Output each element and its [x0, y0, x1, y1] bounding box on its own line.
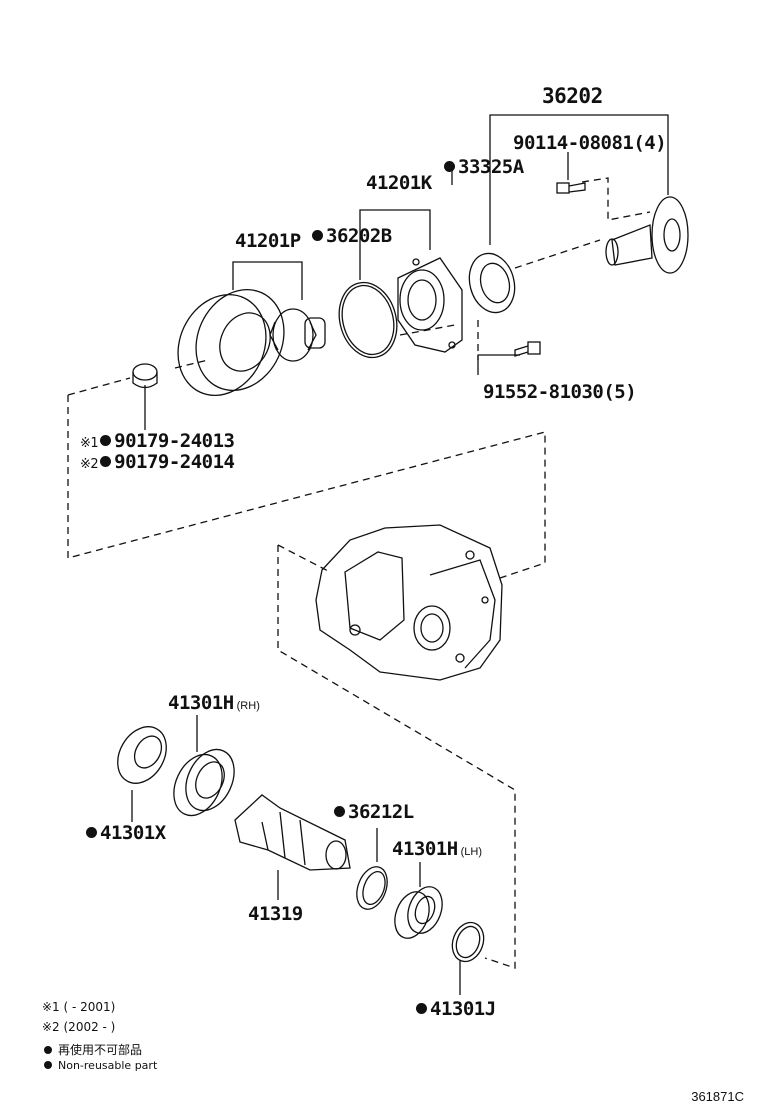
note-mark-2: ※2 (2002 - ): [42, 1020, 116, 1034]
label-36202[interactable]: 36202: [542, 84, 603, 108]
bolt-90114: [556, 182, 586, 194]
nonreusable-dot-icon: [44, 1046, 52, 1054]
carrier-41201k: [397, 257, 463, 353]
mark-2: ※2: [80, 457, 99, 472]
leader-91552: [477, 354, 520, 375]
label-41301h-lh[interactable]: 41301H(LH): [392, 838, 483, 860]
label-91552-81030[interactable]: 91552-81030(5): [483, 381, 637, 403]
seal-33325a: [468, 252, 516, 314]
note-mark-1: ※1 ( - 2001): [42, 1000, 116, 1014]
bearing-41301h-rh: [173, 748, 235, 817]
shaft-41319: [234, 794, 351, 871]
note-nonreusable-jp: 再使用不可部品: [44, 1041, 142, 1058]
ring-gear-41201p: [177, 288, 285, 397]
snap-ring-36212l: [356, 866, 388, 910]
label-41301x[interactable]: 41301X: [86, 822, 166, 844]
figure-id: 361871C: [691, 1089, 744, 1104]
nonreusable-dot-icon: [416, 1003, 427, 1014]
nonreusable-dot-icon: [86, 827, 97, 838]
ring-41301j: [451, 921, 485, 963]
nonreusable-dot-icon: [334, 806, 345, 817]
label-33325a[interactable]: 33325A: [444, 156, 524, 178]
leader-41201p: [232, 261, 303, 300]
nonreusable-dot-icon: [444, 161, 455, 172]
bearing-41301h-lh: [394, 886, 443, 939]
o-ring-36202b: [338, 281, 398, 359]
label-90114-08081[interactable]: 90114-08081(4): [513, 132, 667, 154]
washer-41301x: [117, 726, 167, 784]
label-41201k[interactable]: 41201K: [366, 172, 432, 194]
leader-36202: [489, 114, 669, 245]
assembly-dashed-lines: [67, 177, 651, 969]
nonreusable-dot-icon: [100, 456, 112, 467]
nonreusable-dot-icon: [312, 230, 323, 241]
note-nonreusable-en: Non-reusable part: [44, 1059, 157, 1072]
label-41201p[interactable]: 41201P: [235, 230, 301, 252]
nonreusable-dot-icon: [100, 435, 112, 446]
leader-41201k: [359, 209, 431, 280]
nonreusable-dot-icon: [44, 1061, 52, 1069]
cap-90179: [132, 363, 158, 389]
label-41301j[interactable]: 41301J: [416, 998, 496, 1020]
pinion-gear: [269, 308, 326, 362]
bolt-91552: [514, 341, 541, 357]
transfer-housing: [315, 524, 503, 681]
flange-shaft-36202: [605, 196, 689, 274]
label-41301h-rh[interactable]: 41301H(RH): [168, 692, 260, 714]
mark-1: ※1: [80, 436, 99, 451]
label-36212l[interactable]: 36212L: [334, 801, 414, 823]
label-36202b[interactable]: 36202B: [312, 225, 392, 247]
label-41319[interactable]: 41319: [248, 903, 303, 925]
